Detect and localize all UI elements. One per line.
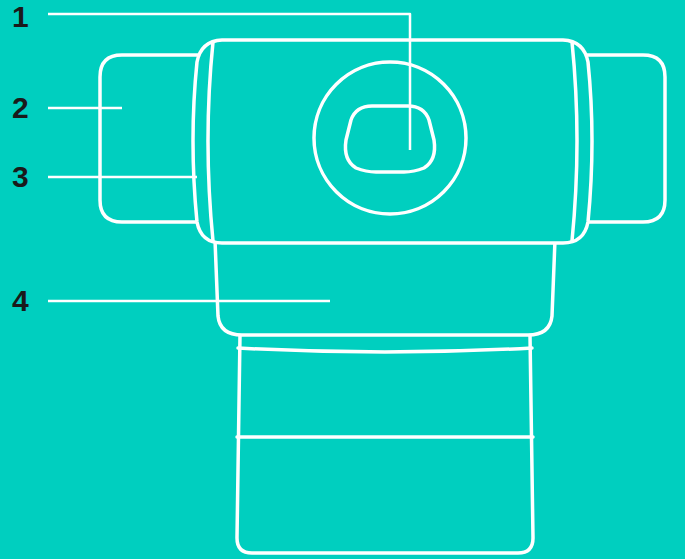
- base-bracket: [237, 335, 533, 553]
- lens: [345, 106, 434, 172]
- leader-line: [48, 14, 410, 150]
- bracket-fold: [237, 435, 533, 439]
- panel-edge: [208, 42, 213, 241]
- clip-mount: [215, 240, 555, 335]
- bracket-fold: [238, 348, 532, 352]
- leader-line: [48, 300, 330, 303]
- callout-number: 1: [12, 2, 29, 32]
- panel-edge: [572, 42, 577, 241]
- callout-number: 3: [12, 162, 29, 192]
- callout-number: 4: [12, 286, 29, 316]
- leader-line: [48, 107, 122, 110]
- callout-number: 2: [12, 93, 29, 123]
- leader-line: [48, 176, 197, 179]
- lens-ring: [314, 62, 466, 214]
- front-panel: [193, 40, 592, 243]
